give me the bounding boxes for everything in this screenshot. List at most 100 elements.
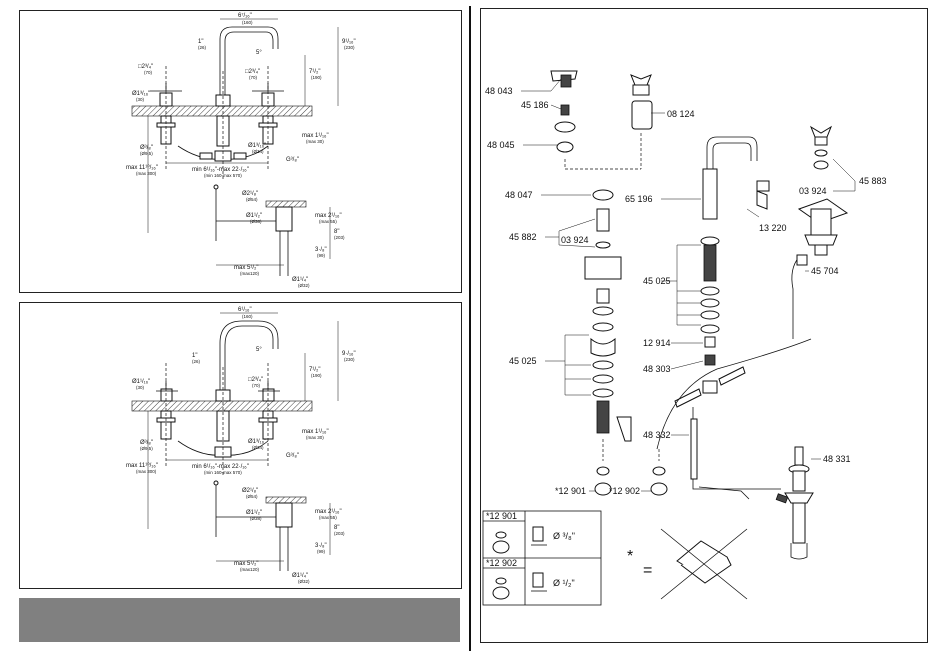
dim-connector: Ø1³/₁₆" bbox=[248, 439, 266, 445]
grey-footer-bar bbox=[19, 598, 460, 642]
legend-star: * bbox=[627, 548, 633, 565]
legend-row1-size: Ø ³/₈" bbox=[553, 531, 575, 541]
spout-shank-part bbox=[703, 244, 717, 282]
dim-spread: min 6¹/₁₆"-max 22·/₁₆" bbox=[192, 464, 249, 470]
part-48332-label: 48 332 bbox=[643, 430, 671, 440]
cartridge-spindle bbox=[560, 104, 570, 116]
dim-spread-mm: (min 160-max 570) bbox=[204, 173, 242, 178]
spout-inner bbox=[224, 325, 274, 401]
dim-max-depth-mm: (max 300) bbox=[136, 469, 157, 474]
dim-drain-tail-mm: (Ø32) bbox=[298, 283, 310, 288]
dim-drain-5: max 5¹/₂" bbox=[234, 265, 258, 271]
fitting-icon-large bbox=[532, 572, 544, 588]
dim-drain-dia: Ø2¹/₈" bbox=[242, 488, 258, 494]
dim-drain-max: max 2¹/₁₆" bbox=[315, 213, 342, 219]
legend-row2-size: Ø ¹/₂" bbox=[553, 578, 575, 588]
nut-part bbox=[596, 288, 610, 304]
part-45025a-label: 45 025 bbox=[643, 276, 671, 286]
dim-mid-height-mm: (190) bbox=[311, 373, 322, 378]
dim-drain-tail: Ø1¹/₄" bbox=[292, 277, 308, 283]
elbow-fitting bbox=[616, 416, 632, 442]
part-48047-label: 48 047 bbox=[505, 190, 533, 200]
dim-drain-tail: Ø1¹/₄" bbox=[292, 573, 308, 579]
dim-mid-height-mm: (190) bbox=[311, 75, 322, 80]
dim-spout-gap: 1" bbox=[198, 39, 203, 45]
lift-rod bbox=[690, 418, 698, 480]
dim-spout-width-mm: (160) bbox=[242, 20, 253, 25]
dim-drain-8: 8" bbox=[334, 525, 339, 531]
tee-and-hoses bbox=[674, 366, 746, 408]
part-03924b-label: 03 924 bbox=[799, 186, 827, 196]
dim-drain-max-mm: (max 55) bbox=[319, 219, 337, 224]
elbow-clip bbox=[590, 337, 616, 357]
spout-outline bbox=[219, 26, 279, 106]
pop-up-drain bbox=[775, 446, 814, 560]
dim-drain-dia2-mm: (Ø38) bbox=[250, 516, 262, 521]
part-12902-label: *12 902 bbox=[609, 486, 640, 496]
dim-drain-dia2: Ø1¹/₂" bbox=[246, 213, 262, 219]
part-48303-label: 48 303 bbox=[643, 364, 671, 374]
legend-row2-code: *12 902 bbox=[486, 558, 517, 568]
part-48331-label: 48 331 bbox=[823, 454, 851, 464]
dim-drain-3: 3·/₈" bbox=[315, 247, 327, 253]
spout-shank bbox=[216, 410, 230, 442]
dim-g-thread: G³/₈" bbox=[286, 453, 299, 459]
dim-angle: 5° bbox=[256, 50, 262, 56]
dim-base-dia-mm: (30) bbox=[136, 385, 145, 390]
dim-drain-3-mm: (99) bbox=[317, 253, 326, 258]
exploded-parts-diagram: 48 043 45 186 08 124 48 045 48 047 65 19… bbox=[480, 8, 928, 643]
countertop-section bbox=[131, 105, 313, 117]
drain-assembly bbox=[213, 184, 307, 276]
spout-outline bbox=[219, 320, 279, 401]
dim-max-depth: max 11¹⁰/₁₆" bbox=[126, 164, 158, 171]
washer-part bbox=[592, 189, 614, 201]
dim-square-big: □2³/₄" bbox=[138, 64, 153, 70]
part-48045-label: 48 045 bbox=[487, 140, 515, 150]
dim-thread-mm: (Ø9,5) bbox=[140, 446, 153, 451]
countertop-section bbox=[131, 400, 313, 412]
cartridge-body bbox=[596, 208, 610, 232]
faucet-dimension-svg-top: 6⁷/₁₆" (160) 1" (26) 5° 9¹/₁₆" (230) 7¹/… bbox=[126, 12, 356, 288]
dim-base-dia-mm: (30) bbox=[136, 97, 145, 102]
dim-connector: Ø1³/₁₆" bbox=[248, 143, 266, 149]
dim-thread: Ø³/₈" bbox=[140, 440, 153, 446]
dim-total-height: 9¹/₁₆" bbox=[342, 39, 356, 45]
dim-square-big-mm: (70) bbox=[252, 383, 261, 388]
right-handle-assembly bbox=[797, 125, 849, 256]
dim-total-height: 9·/₁₆" bbox=[342, 351, 356, 357]
dim-max-depth: max 11¹⁰/₁₆" bbox=[126, 462, 158, 469]
spout-part bbox=[702, 136, 770, 220]
dim-max-depth-mm: (max 300) bbox=[136, 171, 157, 176]
cap-part bbox=[556, 141, 574, 153]
dim-mid-height: 7¹/₂" bbox=[309, 367, 320, 373]
dim-mid-height: 7¹/₂" bbox=[309, 69, 320, 75]
dim-base-dia: Ø1³/₁₆" bbox=[132, 91, 150, 97]
pivot-rod bbox=[698, 486, 750, 500]
dim-drain-5-mm: (max120) bbox=[240, 567, 260, 572]
dim-drain-dia2-mm: (Ø38) bbox=[250, 219, 262, 224]
cross-handle-part bbox=[630, 74, 652, 96]
dim-spout-gap-mm: (26) bbox=[192, 359, 201, 364]
adapter-legend-table: *12 901 *12 902 Ø ³/₈" Ø ¹/₂" bbox=[482, 510, 602, 606]
dimension-drawing-top: 6⁷/₁₆" (160) 1" (26) 5° 9¹/₁₆" (230) 7¹/… bbox=[19, 10, 462, 293]
dim-drain-tail-mm: (Ø32) bbox=[298, 579, 310, 584]
part-03924a-label: 03 924 bbox=[561, 235, 589, 245]
o-ring bbox=[595, 241, 611, 249]
part-45883-label: 45 883 bbox=[859, 176, 887, 186]
legend-equals: = bbox=[643, 562, 652, 579]
threaded-shank bbox=[596, 400, 610, 434]
dim-connector-mm: (Ø34) bbox=[252, 445, 264, 450]
dim-thread: Ø³/₈" bbox=[140, 145, 153, 151]
dim-max-deck-mm: (max 30) bbox=[306, 435, 324, 440]
part-45186-label: 45 186 bbox=[521, 100, 549, 110]
part-12914-label: 12 914 bbox=[643, 338, 671, 348]
dim-drain-dia: Ø2¹/₈" bbox=[242, 191, 258, 197]
sleeve-part bbox=[631, 100, 653, 130]
dim-angle: 5° bbox=[256, 347, 262, 353]
drain-assembly bbox=[213, 480, 307, 571]
part-45025b-label: 45 025 bbox=[509, 356, 537, 366]
dim-spread: min 6¹/₁₆"-max 22·/₁₆" bbox=[192, 167, 249, 173]
crossed-out-product-icon bbox=[660, 528, 748, 600]
dim-square-big-mm: (70) bbox=[144, 70, 153, 75]
